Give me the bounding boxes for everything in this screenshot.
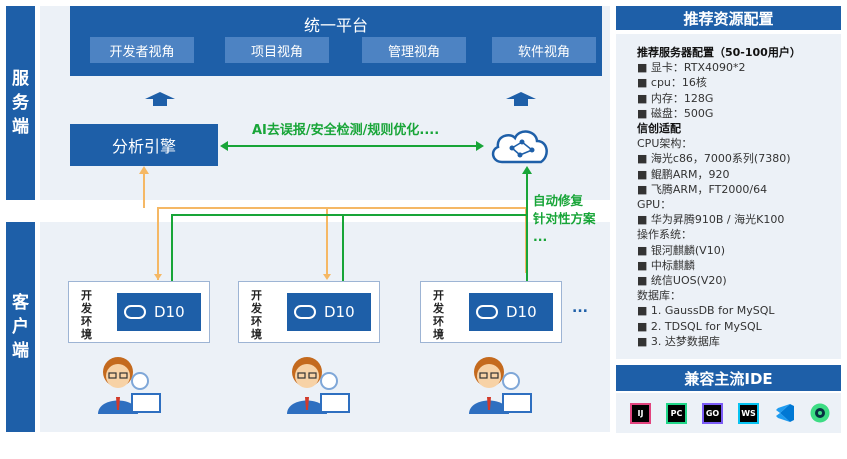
- group-name: GPU：: [637, 198, 672, 212]
- view-developer[interactable]: 开发者视角: [90, 37, 194, 63]
- platform-title: 统一平台: [303, 16, 368, 35]
- group-name: CPU架构：: [637, 137, 693, 151]
- webstorm-icon: WS: [738, 403, 759, 424]
- env-label: 开发环境: [81, 289, 92, 341]
- resources-list: 推荐服务器配置（50-100用户） ■ 显卡：RTX4090*2 ■ cpu：1…: [637, 45, 841, 349]
- spec-item-text: 磁盘：500G: [650, 106, 714, 120]
- auto-fix-label: 自动修复 针对性方案 ...: [533, 192, 596, 246]
- dev-environment-1: 开发环境 D10: [68, 281, 210, 343]
- d10-label: D10: [324, 303, 355, 321]
- spec-item: ■ 中标麒麟: [637, 258, 695, 272]
- spec-item-text: 显卡：RTX4090*2: [650, 61, 746, 75]
- d10-device: D10: [117, 293, 201, 331]
- dev-environment-3: 开发环境 D10: [420, 281, 562, 343]
- unified-platform: 统一平台 开发者视角 项目视角 管理视角 软件视角: [70, 6, 602, 76]
- group-name: 数据库：: [637, 289, 681, 303]
- auto-fix-line-1: 自动修复: [533, 193, 584, 208]
- spec-item: ■ 磁盘：500G: [637, 106, 714, 120]
- client-side-text: 客户端: [12, 293, 29, 361]
- spec-item-text: 1. GaussDB for MySQL: [650, 304, 775, 318]
- server-side-label: 服务端: [6, 6, 35, 200]
- spec-item: ■ 统信UOS(V20): [637, 274, 727, 288]
- spec-item: ■ cpu：16核: [637, 76, 707, 90]
- auto-fix-line-2: 针对性方案: [533, 211, 596, 226]
- resources-title: 推荐资源配置: [616, 6, 841, 30]
- server-side-text: 服务端: [12, 69, 29, 137]
- spec-item: ■ 飞腾ARM，FT2000/64: [637, 182, 768, 196]
- spec-item: ■ 华为昇腾910B / 海光K100: [637, 213, 785, 227]
- spec-item-text: 鲲鹏ARM，920: [650, 167, 730, 181]
- d10-device: D10: [469, 293, 553, 331]
- spec-item-text: 3. 达梦数据库: [650, 334, 720, 348]
- spec-item-text: 海光c86，7000系列(7380): [650, 152, 791, 166]
- analysis-engine: 分析引擎: [70, 124, 218, 166]
- spec-item-text: cpu：16核: [650, 76, 707, 90]
- spec-item: ■ 鲲鹏ARM，920: [637, 167, 730, 181]
- android-studio-icon: [810, 403, 830, 423]
- developer-avatar-icon: [287, 357, 350, 414]
- spec-item-text: 内存：128G: [650, 91, 714, 105]
- developer-avatar-icon: [98, 357, 161, 414]
- spec-item: ■ 显卡：RTX4090*2: [637, 61, 746, 75]
- view-management[interactable]: 管理视角: [362, 37, 466, 63]
- more-ellipsis: ...: [572, 300, 588, 316]
- spec-item-text: 华为昇腾910B / 海光K100: [650, 213, 785, 227]
- ide-title: 兼容主流IDE: [616, 365, 841, 391]
- connectors: [139, 92, 536, 290]
- client-side-label: 客户端: [6, 222, 35, 432]
- up-arrow-engine: [145, 92, 175, 106]
- goland-icon: GO: [702, 403, 723, 424]
- spec-item-text: 飞腾ARM，FT2000/64: [650, 182, 768, 196]
- spec-item: ■ 2. TDSQL for MySQL: [637, 319, 762, 333]
- d10-device: D10: [287, 293, 371, 331]
- view-software[interactable]: 软件视角: [492, 37, 596, 63]
- d10-logo-icon: [124, 305, 146, 319]
- server-config-title: 推荐服务器配置（50-100用户）: [637, 46, 801, 59]
- d10-label: D10: [506, 303, 537, 321]
- developer-avatar-icon: [469, 357, 532, 414]
- spec-item-text: 中标麒麟: [650, 258, 695, 272]
- d10-logo-icon: [476, 305, 498, 319]
- d10-label: D10: [154, 303, 185, 321]
- ai-brain-cloud-icon: [491, 130, 548, 164]
- group-name: 操作系统：: [637, 228, 692, 242]
- up-arrow-ai: [506, 92, 536, 106]
- view-project[interactable]: 项目视角: [225, 37, 329, 63]
- spec-item: ■ 银河麒麟(V10): [637, 243, 725, 257]
- spec-item: ■ 1. GaussDB for MySQL: [637, 304, 775, 318]
- spec-item-text: 2. TDSQL for MySQL: [650, 319, 762, 333]
- spec-item-text: 银河麒麟(V10): [650, 243, 725, 257]
- resources-panel: 推荐服务器配置（50-100用户） ■ 显卡：RTX4090*2 ■ cpu：1…: [616, 34, 841, 359]
- ai-flow-label: AI去误报/安全检测/规则优化....: [252, 123, 440, 138]
- intellij-idea-icon: IJ: [630, 403, 651, 424]
- xinchuang-title: 信创适配: [637, 122, 681, 136]
- d10-logo-icon: [294, 305, 316, 319]
- spec-item: ■ 3. 达梦数据库: [637, 334, 720, 348]
- auto-fix-line-3: ...: [533, 229, 548, 244]
- spec-item-text: 统信UOS(V20): [650, 274, 727, 288]
- spec-item: ■ 海光c86，7000系列(7380): [637, 152, 791, 166]
- vscode-icon: [776, 404, 794, 422]
- env-label: 开发环境: [251, 289, 262, 341]
- dev-environment-2: 开发环境 D10: [238, 281, 380, 343]
- spec-item: ■ 内存：128G: [637, 91, 714, 105]
- env-label: 开发环境: [433, 289, 444, 341]
- pycharm-icon: PC: [666, 403, 687, 424]
- ide-panel: IJ PC GO WS: [616, 393, 841, 433]
